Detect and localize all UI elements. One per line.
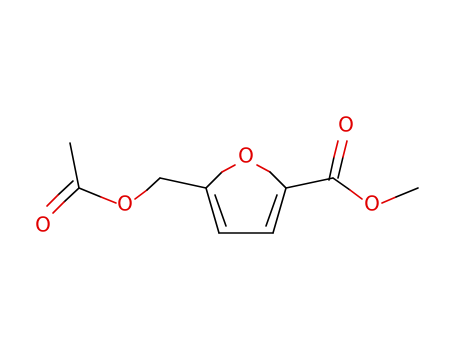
- bond-ester-o-to-methyl-black: [395, 187, 419, 198]
- atom-o-carbonyl-left: O: [35, 213, 51, 237]
- atom-o-furan: O: [238, 144, 254, 168]
- bond-furan-o-c2: [269, 171, 287, 189]
- atom-o-carbonyl-right: O: [338, 113, 354, 137]
- bond-furan-c4-c5-outer: [205, 187, 220, 234]
- bond-ester-o-to-methylene-red: [134, 189, 148, 200]
- bond-furan-c5-o-red: [221, 164, 236, 173]
- bond-acetyl-carbonyl-outer-red: [52, 201, 65, 214]
- bond-methylene-to-furan: [159, 177, 207, 189]
- bond-ester-carbonyl-left-red: [333, 140, 339, 158]
- bond-acetyl-carbonyl-inner-red: [46, 194, 59, 207]
- bond-furan-o-c2-red: [256, 164, 271, 173]
- bond-furan-c2-c3-outer: [272, 187, 287, 234]
- bond-ester-carbon-to-o-red: [349, 189, 363, 200]
- bond-acetyl-carbonyl-inner-black: [57, 180, 74, 196]
- bond-ester-carbonyl-right-red: [342, 140, 348, 158]
- bond-acetyl-carbonyl-outer-black: [63, 187, 80, 203]
- atom-o-ester-left: O: [117, 192, 133, 216]
- bond-furan-c2-c3-inner: [265, 194, 278, 227]
- bond-ester-carbonyl-right-black: [337, 156, 344, 179]
- bond-furan-c5-o: [205, 171, 223, 189]
- bond-ester-o-to-methylene-black: [146, 177, 161, 191]
- bond-ester-o-to-methyl-red: [381, 196, 397, 204]
- bond-acetyl-to-ester-o-black: [78, 187, 102, 198]
- bond-ester-carbon-to-o-black: [332, 177, 351, 191]
- bond-ester-carbonyl-left-black: [328, 156, 335, 181]
- bond-furan-to-ester: [285, 177, 334, 189]
- bond-acetyl-to-ester-o-red: [100, 196, 117, 204]
- bond-furan-c4-c5-inner: [214, 194, 227, 227]
- atom-o-ester-right: O: [364, 192, 380, 216]
- bond-acetyl-methyl: [69, 142, 80, 189]
